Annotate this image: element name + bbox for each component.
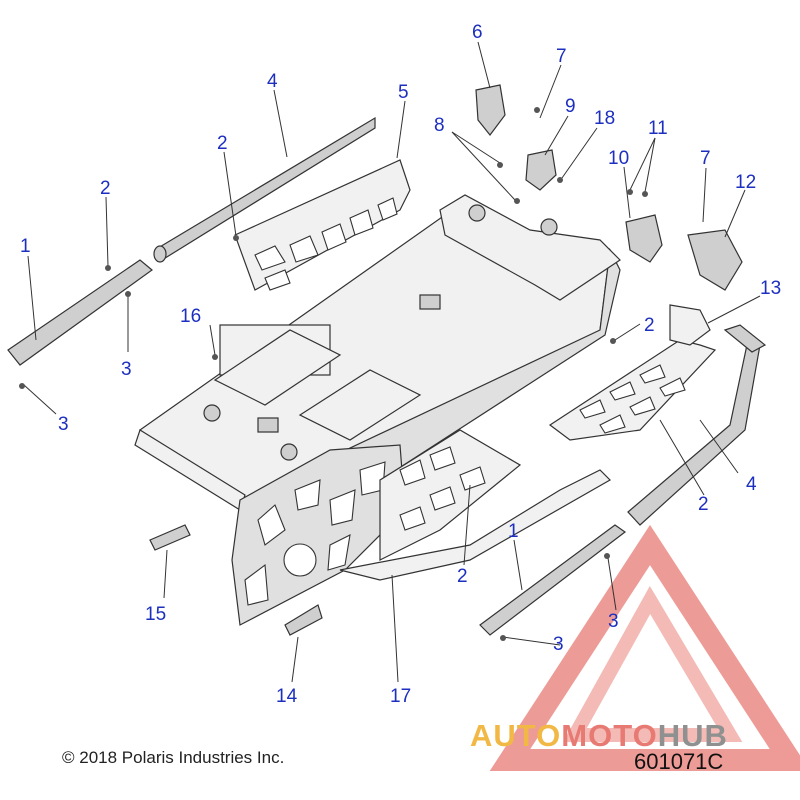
- watermark-moto: MOTO: [561, 718, 658, 753]
- running-board-center: [339, 429, 611, 581]
- callout-3: 3: [608, 611, 619, 632]
- bracket-6: [475, 84, 506, 136]
- callout-3: 3: [58, 414, 69, 435]
- running-board-left: [234, 159, 411, 291]
- callout-17: 17: [390, 686, 411, 707]
- watermark-triangle: [489, 524, 800, 771]
- callout-5: 5: [398, 82, 409, 103]
- callout-13: 13: [760, 278, 781, 299]
- callout-4: 4: [746, 474, 757, 495]
- callout-labels: 1 2 3 3 4 2 5 6 7 8 9 18 11 10 7 12 16 1…: [20, 22, 781, 707]
- fasteners: [19, 107, 648, 641]
- callout-2: 2: [457, 566, 468, 587]
- copyright-text: © 2018 Polaris Industries Inc.: [62, 748, 285, 767]
- hinge-rail-left: [7, 259, 153, 366]
- callout-1: 1: [508, 521, 519, 542]
- watermark-auto: AUTO: [470, 718, 562, 753]
- callout-2: 2: [217, 133, 228, 154]
- callout-6: 6: [472, 22, 483, 43]
- watermark-logo: AUTOMOTOHUB: [470, 718, 728, 754]
- callout-2: 2: [100, 178, 111, 199]
- running-board-right: [548, 304, 717, 441]
- callout-4: 4: [267, 71, 278, 92]
- callout-14: 14: [276, 686, 298, 707]
- callout-3: 3: [121, 359, 132, 380]
- bracket-10: [625, 214, 663, 263]
- callout-7: 7: [700, 148, 711, 169]
- callout-7: 7: [556, 46, 567, 67]
- part-number: 601071C: [634, 749, 724, 774]
- callout-18: 18: [594, 108, 615, 129]
- left-side-plate: [231, 444, 406, 626]
- callout-2: 2: [644, 315, 655, 336]
- bracket-14: [284, 604, 323, 636]
- hinge-rail-right: [479, 524, 627, 636]
- callout-11: 11: [648, 118, 668, 139]
- watermark-hub: HUB: [657, 718, 728, 753]
- callout-9: 9: [565, 96, 576, 117]
- callout-16: 16: [180, 306, 201, 327]
- callout-8: 8: [434, 115, 445, 136]
- callout-12: 12: [735, 172, 756, 193]
- callout-2: 2: [698, 494, 709, 515]
- leader-lines: [23, 41, 761, 683]
- bracket-12: [687, 229, 743, 291]
- rear-bumper-right: [627, 324, 767, 526]
- callout-15: 15: [145, 604, 166, 625]
- bracket-15: [149, 524, 191, 551]
- bracket-9: [525, 149, 557, 191]
- callout-10: 10: [608, 148, 629, 169]
- callout-3: 3: [553, 634, 564, 655]
- rear-bumper-left: [153, 116, 376, 263]
- callout-1: 1: [20, 236, 31, 257]
